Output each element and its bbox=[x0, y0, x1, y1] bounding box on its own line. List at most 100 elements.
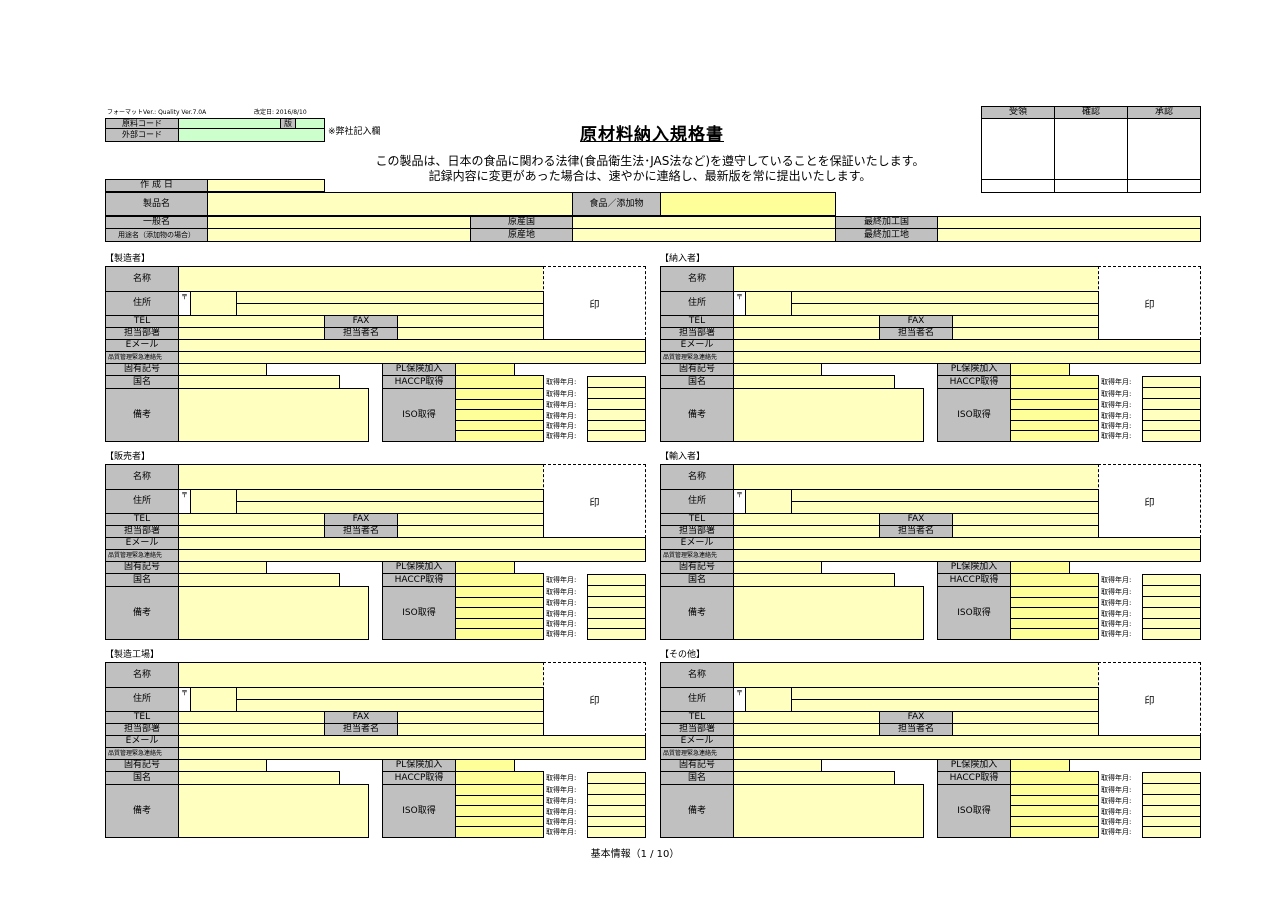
acquired-label-2: 取得年月: bbox=[1101, 390, 1132, 398]
iso-field-5[interactable] bbox=[1010, 430, 1099, 442]
approval-box: 受領 確認 承認 bbox=[981, 106, 1201, 193]
remarks-field[interactable] bbox=[178, 388, 369, 442]
name-field[interactable] bbox=[733, 464, 1099, 490]
created-date-field[interactable] bbox=[207, 179, 325, 192]
iso-label: ISO取得 bbox=[937, 586, 1011, 640]
format-version: フォーマットVer.: Quality Ver.7.0A bbox=[107, 109, 207, 116]
haccp-field[interactable] bbox=[455, 573, 544, 587]
section-title: 【製造者】 bbox=[105, 254, 151, 264]
page-footer: 基本情報（1 / 10） bbox=[590, 849, 680, 860]
external-code-field[interactable] bbox=[178, 128, 325, 142]
acquired-field-6[interactable] bbox=[1142, 628, 1201, 640]
iso-field-5[interactable] bbox=[455, 628, 544, 640]
acquired-field-6[interactable] bbox=[587, 430, 646, 442]
country-field[interactable] bbox=[733, 375, 895, 389]
remarks-label: 備考 bbox=[660, 388, 734, 442]
haccp-field[interactable] bbox=[455, 771, 544, 785]
approval-received-header: 受領 bbox=[982, 107, 1055, 119]
country-field[interactable] bbox=[178, 573, 340, 587]
acquired-label-2: 取得年月: bbox=[546, 390, 577, 398]
acquired-label-4: 取得年月: bbox=[1101, 610, 1132, 618]
acquired-field-6[interactable] bbox=[587, 628, 646, 640]
iso-label: ISO取得 bbox=[382, 388, 456, 442]
section-manufacturer: 【製造者】 名称 印 住所 〒 TEL FAX 担当部署 担当者名 Eメール 品… bbox=[105, 254, 648, 442]
created-date-label: 作 成 日 bbox=[105, 179, 208, 192]
country-field[interactable] bbox=[178, 375, 340, 389]
remarks-field[interactable] bbox=[733, 586, 924, 640]
postal-code-field[interactable] bbox=[190, 687, 237, 712]
name-label: 名称 bbox=[660, 464, 734, 490]
acquired-label-2: 取得年月: bbox=[546, 786, 577, 794]
name-field[interactable] bbox=[733, 662, 1099, 688]
stamp-box: 印 bbox=[543, 464, 646, 538]
remarks-label: 備考 bbox=[105, 388, 179, 442]
remarks-field[interactable] bbox=[733, 784, 924, 838]
haccp-label: HACCP取得 bbox=[382, 573, 456, 587]
final-place-label: 最終加工地 bbox=[835, 228, 938, 242]
acquired-label-3: 取得年月: bbox=[546, 599, 577, 607]
acquired-label-3: 取得年月: bbox=[1101, 401, 1132, 409]
section-title: 【納入者】 bbox=[660, 254, 706, 264]
section-title: 【製造工場】 bbox=[105, 650, 160, 660]
origin-place-field[interactable] bbox=[572, 228, 836, 242]
country-label: 国名 bbox=[660, 771, 734, 785]
final-place-field[interactable] bbox=[937, 228, 1201, 242]
haccp-field[interactable] bbox=[1010, 771, 1099, 785]
acquired-label-6: 取得年月: bbox=[546, 432, 577, 440]
name-field[interactable] bbox=[178, 662, 544, 688]
postal-code-field[interactable] bbox=[190, 291, 237, 316]
food-additive-field[interactable] bbox=[660, 192, 836, 216]
stamp-box: 印 bbox=[1098, 266, 1201, 340]
iso-field-5[interactable] bbox=[455, 430, 544, 442]
acquired-label-4: 取得年月: bbox=[1101, 412, 1132, 420]
remarks-field[interactable] bbox=[178, 784, 369, 838]
remarks-label: 備考 bbox=[660, 586, 734, 640]
acquired-field-6[interactable] bbox=[1142, 430, 1201, 442]
remarks-field[interactable] bbox=[178, 586, 369, 640]
name-field[interactable] bbox=[178, 266, 544, 292]
name-field[interactable] bbox=[178, 464, 544, 490]
iso-field-5[interactable] bbox=[1010, 628, 1099, 640]
product-name-field[interactable] bbox=[207, 192, 573, 216]
company-note: ※弊社記入欄 bbox=[328, 127, 381, 137]
postal-code-field[interactable] bbox=[190, 489, 237, 514]
revision-date: 改定日: 2016/8/10 bbox=[254, 109, 307, 116]
name-label: 名称 bbox=[105, 266, 179, 292]
country-field[interactable] bbox=[733, 771, 895, 785]
approval-confirmed-header: 確認 bbox=[1055, 107, 1128, 119]
acquired-label-1: 取得年月: bbox=[546, 378, 577, 386]
postal-code-field[interactable] bbox=[745, 489, 792, 514]
acquired-field-6[interactable] bbox=[1142, 826, 1201, 838]
postal-code-field[interactable] bbox=[745, 291, 792, 316]
iso-label: ISO取得 bbox=[937, 388, 1011, 442]
haccp-field[interactable] bbox=[1010, 375, 1099, 389]
haccp-field[interactable] bbox=[455, 375, 544, 389]
acquired-label-4: 取得年月: bbox=[546, 412, 577, 420]
address-label: 住所 bbox=[105, 291, 179, 316]
acquired-field-6[interactable] bbox=[587, 826, 646, 838]
haccp-field[interactable] bbox=[1010, 573, 1099, 587]
iso-field-5[interactable] bbox=[455, 826, 544, 838]
country-field[interactable] bbox=[733, 573, 895, 587]
remarks-field[interactable] bbox=[733, 388, 924, 442]
acquired-label-2: 取得年月: bbox=[1101, 786, 1132, 794]
acquired-label-1: 取得年月: bbox=[1101, 576, 1132, 584]
name-label: 名称 bbox=[105, 464, 179, 490]
acquired-label-6: 取得年月: bbox=[546, 828, 577, 836]
haccp-label: HACCP取得 bbox=[937, 573, 1011, 587]
acquired-label-6: 取得年月: bbox=[1101, 630, 1132, 638]
acquired-label-3: 取得年月: bbox=[546, 401, 577, 409]
acquired-label-1: 取得年月: bbox=[1101, 774, 1132, 782]
iso-field-5[interactable] bbox=[1010, 826, 1099, 838]
acquired-label-1: 取得年月: bbox=[546, 576, 577, 584]
acquired-label-5: 取得年月: bbox=[1101, 818, 1132, 826]
country-field[interactable] bbox=[178, 771, 340, 785]
name-field[interactable] bbox=[733, 266, 1099, 292]
page-title: 原材料納入規格書 bbox=[580, 125, 724, 145]
acquired-label-5: 取得年月: bbox=[1101, 620, 1132, 628]
postal-code-field[interactable] bbox=[745, 687, 792, 712]
address-label: 住所 bbox=[660, 291, 734, 316]
acquired-label-5: 取得年月: bbox=[546, 620, 577, 628]
usage-name-field[interactable] bbox=[207, 228, 471, 242]
acquired-label-5: 取得年月: bbox=[546, 422, 577, 430]
